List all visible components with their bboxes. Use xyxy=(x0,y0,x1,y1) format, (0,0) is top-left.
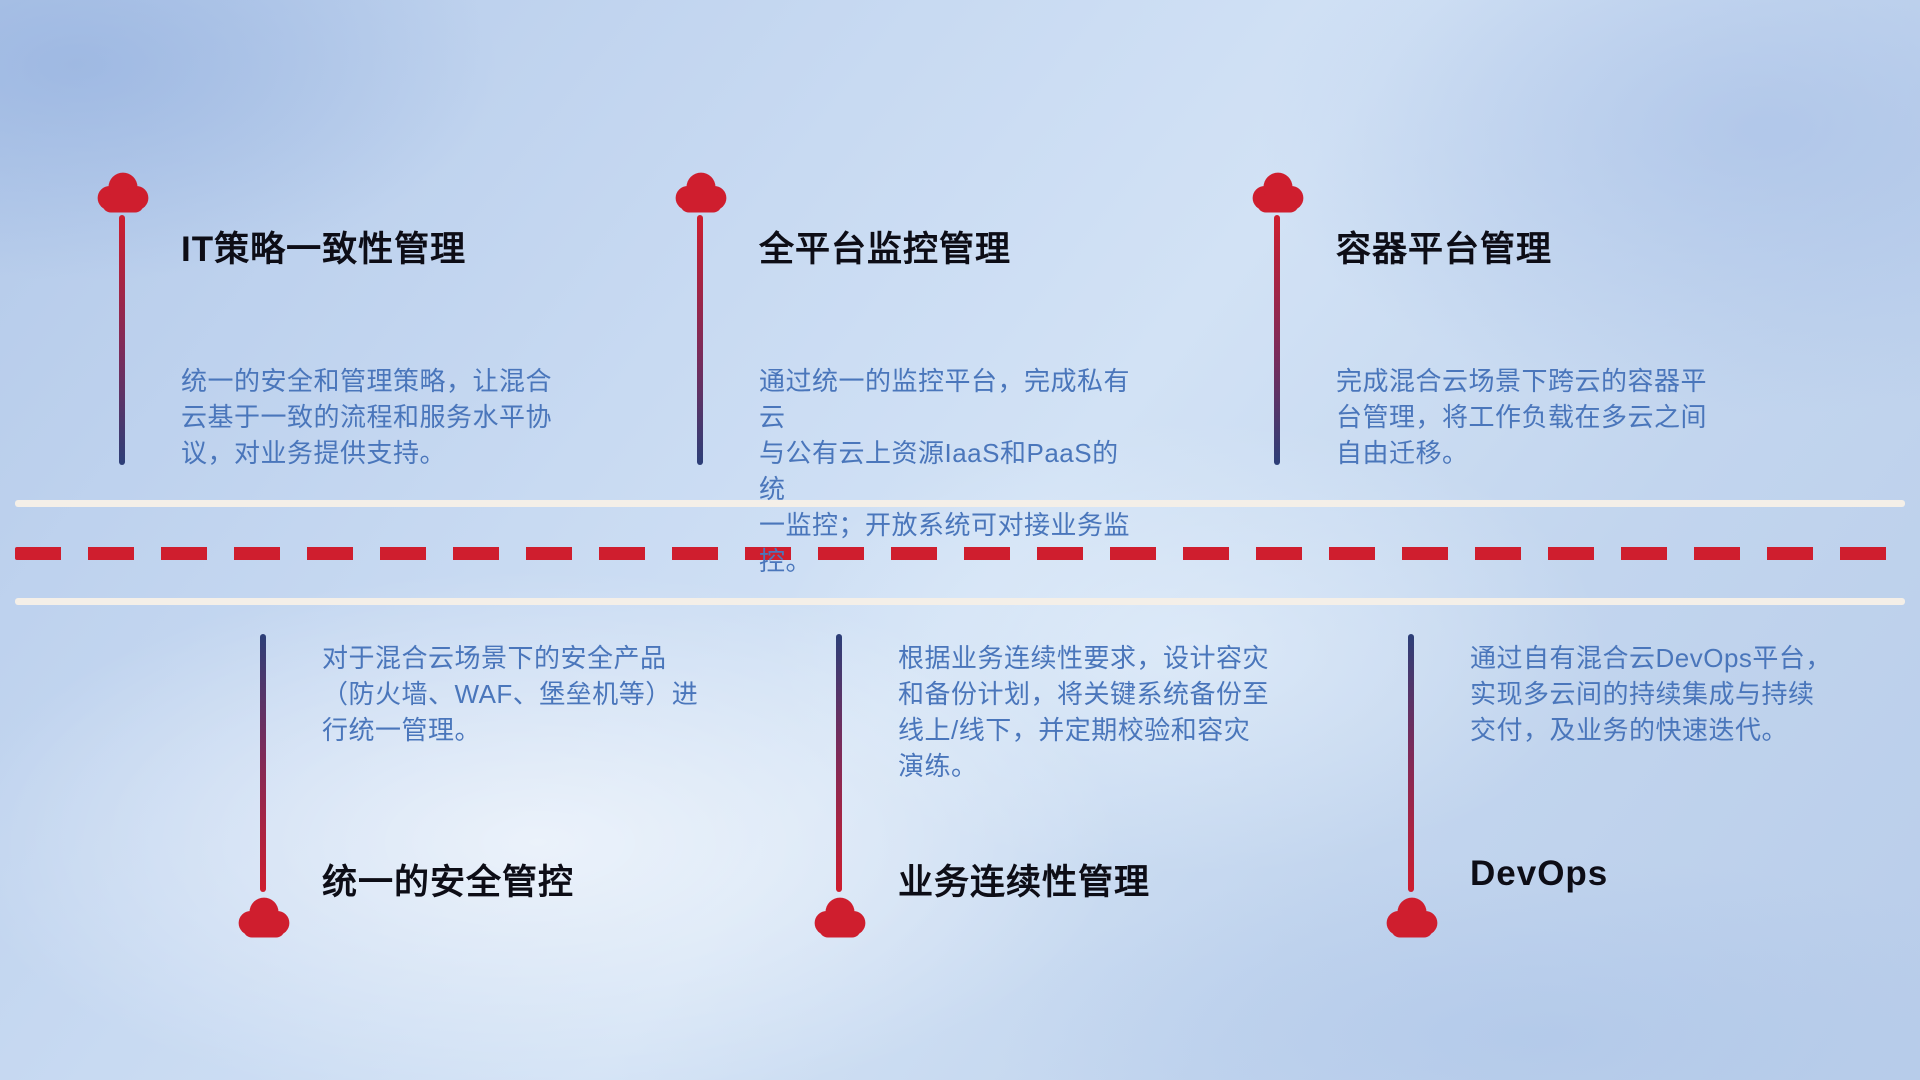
feature-description: 通过统一的监控平台，完成私有云 与公有云上资源IaaS和PaaS的统 一监控；开… xyxy=(759,366,1131,576)
connector-line xyxy=(1274,215,1280,465)
feature-title: 容器平台管理 xyxy=(1336,230,1553,269)
cloud-icon xyxy=(675,172,727,213)
feature-title: IT策略一致性管理 xyxy=(181,230,467,269)
road-bottom-line xyxy=(15,598,1905,605)
feature-description: 对于混合云场景下的安全产品 （防火墙、WAF、堡垒机等）进 行统一管理。 xyxy=(322,643,699,745)
connector-line xyxy=(697,215,703,465)
connector-line xyxy=(1408,634,1414,892)
cloud-icon xyxy=(1252,172,1304,213)
cloud-icon xyxy=(97,172,149,213)
feature-description: 完成混合云场景下跨云的容器平 台管理，将工作负载在多云之间 自由迁移。 xyxy=(1336,366,1708,468)
feature-description: 根据业务连续性要求，设计容灾 和备份计划，将关键系统备份至 线上/线下，并定期校… xyxy=(898,643,1270,781)
connector-line xyxy=(260,634,266,892)
connector-line xyxy=(836,634,842,892)
feature-description: 统一的安全和管理策略，让混合 云基于一致的流程和服务水平协 议，对业务提供支持。 xyxy=(181,366,553,468)
cloud-icon xyxy=(238,897,290,938)
cloud-icon xyxy=(1386,897,1438,938)
feature-title: DevOps xyxy=(1470,854,1609,893)
feature-description: 通过自有混合云DevOps平台， 实现多云间的持续集成与持续 交付，及业务的快速… xyxy=(1470,643,1832,745)
road-dashed-center-line xyxy=(15,547,1905,560)
cloud-icon xyxy=(814,897,866,938)
feature-title: 全平台监控管理 xyxy=(759,230,1012,269)
connector-line xyxy=(119,215,125,465)
feature-title: 业务连续性管理 xyxy=(898,863,1151,902)
road-top-line xyxy=(15,500,1905,507)
feature-title: 统一的安全管控 xyxy=(322,863,575,902)
